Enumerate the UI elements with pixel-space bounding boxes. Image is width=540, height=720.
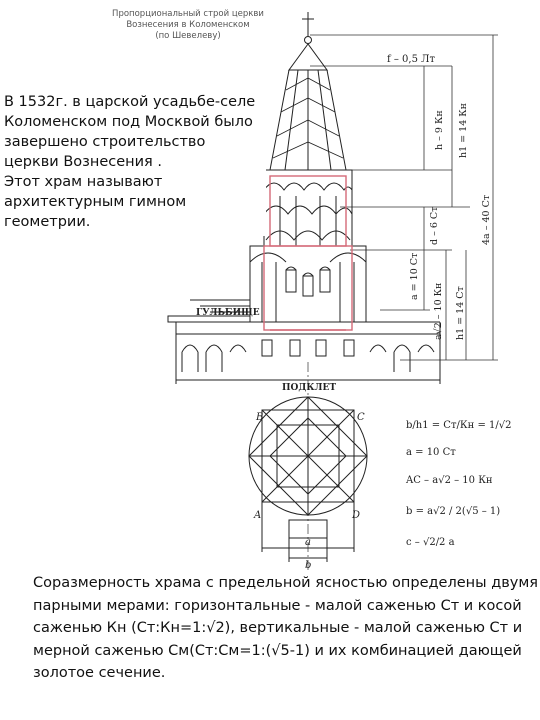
plan-corner-b: B: [255, 412, 263, 423]
plan-corner-d: D: [351, 510, 360, 521]
formula-5: c – √2/2 a: [406, 537, 455, 548]
formula-2: a = 10 Ст: [406, 447, 456, 458]
church-elevation: [167, 12, 441, 384]
caption-line: Вознесения в Коломенском: [126, 20, 250, 30]
formula-4: b = a√2 / 2(√5 – 1): [406, 506, 500, 517]
intro-line: В 1532г. в царской усадьбе-селе: [4, 94, 256, 110]
description-line: мерной саженью См(Ст:См=1:(√5-1) и их ко…: [33, 642, 522, 659]
formula-3: AC – a√2 – 10 Кн: [405, 475, 493, 486]
description-line: Соразмерность храма с предельной ясность…: [33, 575, 539, 591]
plan-dim-b: b: [305, 560, 311, 571]
church-plan: [248, 396, 368, 562]
intro-line: церкви Вознесения .: [4, 154, 162, 170]
dim-label-a: a = 10 Ст: [409, 253, 420, 300]
dim-label-4a: 4a – 40 Ст: [481, 195, 492, 245]
caption-line: (по Шевелеву): [155, 31, 221, 41]
dim-label-a2: a√2 – 10 Кн: [433, 283, 444, 340]
intro-text: В 1532г. в царской усадьбе-селе Коломенс…: [4, 90, 266, 236]
label-podklet: ПОДКЛЕТ: [282, 383, 336, 393]
figure-caption: Пропорциональный строй церкви Вознесения…: [108, 9, 268, 42]
red-proportion-outline: [263, 175, 353, 331]
dimension-lines: [310, 34, 498, 361]
dim-label-h: h – 9 Кн: [434, 110, 445, 150]
description-line: саженью Кн (Ст:Кн=1:√2), вертикальные - …: [33, 620, 523, 636]
formula-1: b/h1 = Ст/Кн = 1/√2: [406, 420, 511, 431]
intro-line: Этот храм называют: [4, 174, 163, 190]
intro-line: завершено строительство: [4, 134, 206, 150]
plan-dim-a: a: [305, 537, 311, 548]
dim-label-f: f – 0,5 Лт: [387, 54, 435, 65]
label-gulbische: ГУЛЬБИЩЕ: [196, 308, 260, 318]
description-line: парными мерами: горизонтальные - малой с…: [33, 597, 522, 614]
intro-line: архитектурным гимном: [4, 194, 187, 210]
description-line: золотое сечение.: [33, 665, 166, 681]
dim-label-h1b: h1 = 14 Ст: [455, 286, 466, 340]
intro-line: геометрии.: [4, 214, 91, 230]
dim-label-h1: h1 = 14 Кн: [458, 103, 469, 158]
caption-line: Пропорциональный строй церкви: [112, 9, 264, 19]
plan-corner-a: A: [253, 510, 261, 521]
plan-corner-c: C: [357, 412, 365, 423]
proportion-description: Соразмерность храма с предельной ясность…: [33, 572, 539, 685]
dim-label-d: d – 6 Ст: [429, 207, 440, 245]
intro-line: Коломенском под Москвой было: [4, 114, 253, 130]
